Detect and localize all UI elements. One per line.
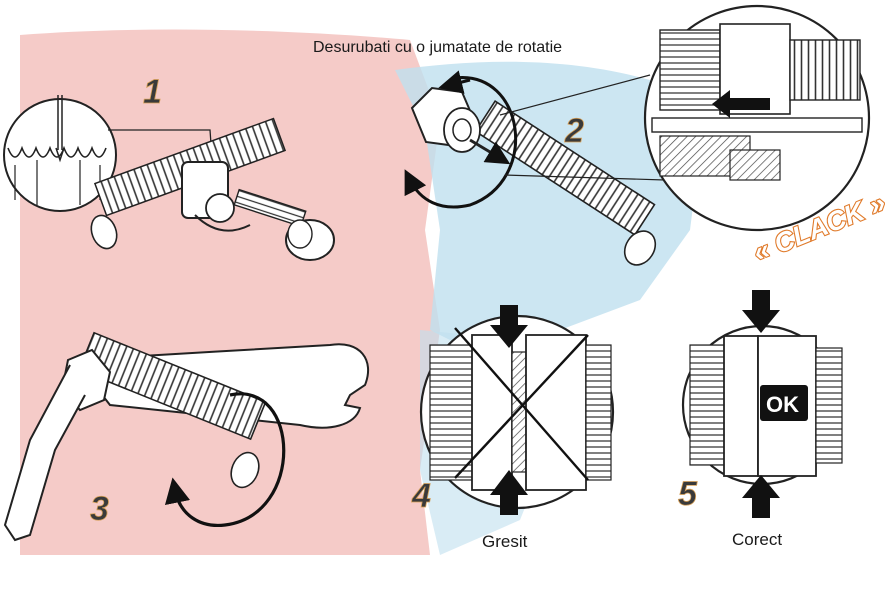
- down-arrow-icon: [490, 305, 528, 348]
- step-3-tighten-illustration: [3, 331, 370, 542]
- step-1-pipe-cutting-illustration: [3, 95, 335, 261]
- rotation-arrow-icon: [404, 76, 518, 209]
- compression-nut-icon: [410, 86, 481, 153]
- step-1-number: 1: [143, 73, 162, 111]
- step-2-detail-magnifier: [643, 4, 871, 232]
- step-4-wrong-illustration: [419, 305, 615, 515]
- down-arrow-icon: [742, 290, 780, 333]
- step-5-caption: Corect: [732, 530, 782, 549]
- step-3-number: 3: [90, 490, 109, 528]
- step-5-correct-illustration: [681, 290, 843, 518]
- up-arrow-icon: [490, 470, 528, 515]
- ok-badge: [760, 385, 808, 421]
- step-2-number: 2: [564, 112, 584, 150]
- step-4-number: 4: [411, 477, 431, 515]
- step-4-caption: Gresit: [482, 532, 528, 551]
- up-arrow-icon: [742, 475, 780, 518]
- ok-label: OK: [766, 392, 799, 417]
- step-2-unscrew-illustration: [404, 4, 871, 266]
- instruction-top-text: Desurubati cu o jumatate de rotatie: [313, 39, 562, 56]
- push-arrow-icon: [712, 90, 770, 118]
- cross-mark-icon: [454, 327, 589, 481]
- rotation-arrow-icon: [164, 392, 286, 528]
- step-5-number: 5: [678, 475, 698, 513]
